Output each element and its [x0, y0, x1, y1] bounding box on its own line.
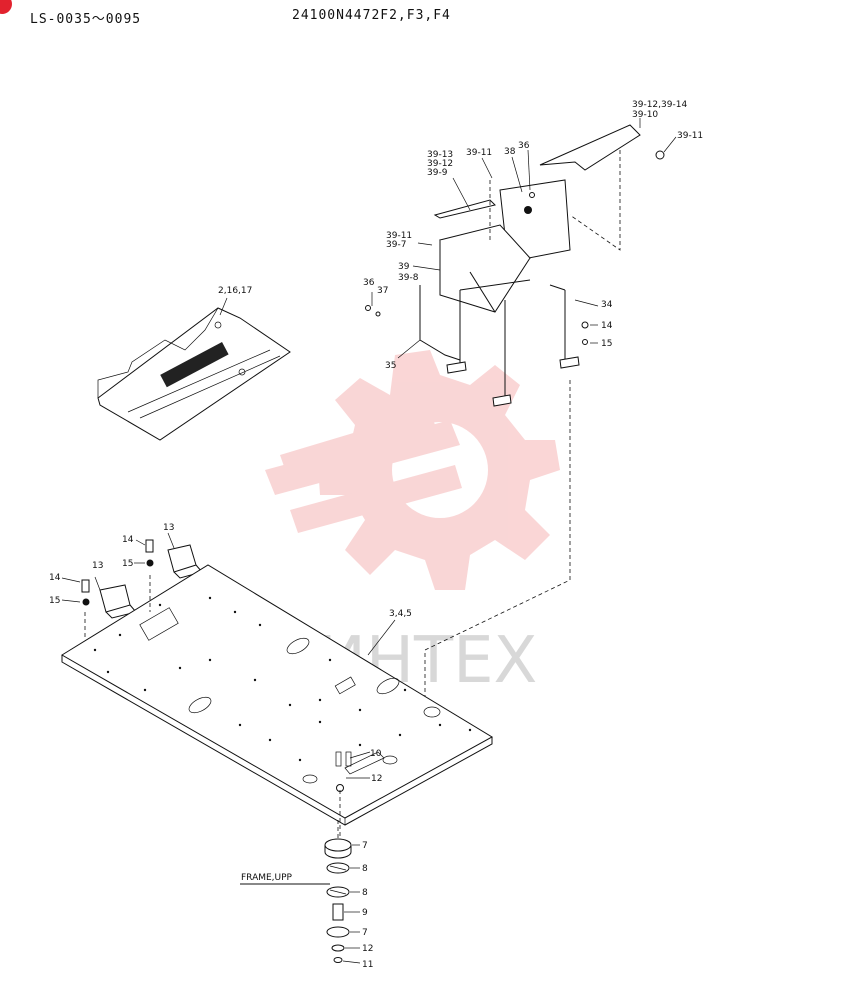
callout-35: 35 [385, 361, 396, 371]
serial-range-label: LS-0035～0095 [30, 12, 142, 27]
callout-13-top: 13 [163, 523, 174, 533]
callout-39-11-mid: 39-11 [466, 148, 492, 158]
bracket-13-top [145, 539, 203, 579]
callout-39-7: 39-7 [386, 240, 406, 250]
callout-14-top: 14 [122, 535, 134, 545]
callout-13-left: 13 [92, 561, 103, 571]
callout-14-right: 14 [601, 321, 613, 331]
callout-15-right: 15 [601, 339, 612, 349]
callout-36-top: 36 [518, 141, 530, 151]
frame-upp-label: FRAME,UPP [241, 873, 293, 883]
callout-39: 39 [398, 262, 410, 272]
callout-39-10: 39-10 [632, 110, 658, 120]
callout-36-left: 36 [363, 278, 375, 288]
callout-15-top: 15 [122, 559, 133, 569]
callout-9: 9 [362, 908, 368, 918]
callout-14-left: 14 [49, 573, 61, 583]
callout-8-a: 8 [362, 864, 368, 874]
mount-stack [240, 820, 352, 963]
callout-12-b: 12 [362, 944, 373, 954]
corner-marker [0, 0, 12, 14]
assembly-leader [424, 380, 571, 740]
callout-2-16-17: 2,16,17 [218, 286, 252, 296]
callout-37: 37 [377, 286, 388, 296]
callout-12-plate: 12 [371, 774, 382, 784]
battery-box-assembly [365, 124, 665, 407]
callout-7-b: 7 [362, 928, 368, 938]
callout-39-11-left: 39-11 [386, 231, 412, 241]
callout-34: 34 [601, 300, 613, 310]
watermark-logo [265, 350, 560, 590]
callout-39-12-39-14: 39-12,39-14 [632, 100, 687, 110]
callout-11: 11 [362, 960, 373, 970]
callout-39-12: 39-12 [427, 159, 453, 169]
bracket-13-left [81, 579, 137, 619]
callout-39-13: 39-13 [427, 150, 453, 160]
callout-3-4-5: 3,4,5 [389, 609, 412, 619]
callout-8-b: 8 [362, 888, 368, 898]
callout-39-11-right: 39-11 [677, 131, 703, 141]
floor-mat [97, 307, 291, 441]
callout-15-left: 15 [49, 596, 60, 606]
leader-lines [61, 118, 677, 964]
floor-plate [61, 564, 493, 840]
part-number-label: 24100N4472F2,F3,F4 [292, 8, 451, 23]
callout-10: 10 [370, 749, 382, 759]
callout-39-8: 39-8 [398, 273, 419, 283]
callout-38: 38 [504, 147, 516, 157]
callout-39-9: 39-9 [427, 168, 448, 178]
callout-7-a: 7 [362, 841, 368, 851]
